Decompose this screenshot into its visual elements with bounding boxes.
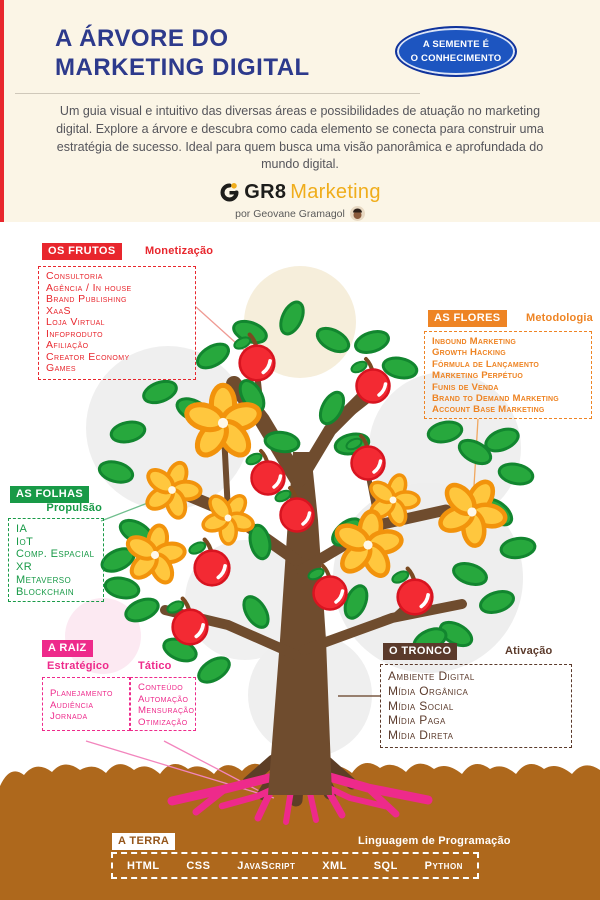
gr8-logo-icon bbox=[220, 183, 239, 202]
flores-badge: AS FLORES bbox=[428, 310, 507, 327]
seed-badge-line-1: A SEMENTE É bbox=[422, 39, 490, 51]
list-item: IoT bbox=[16, 535, 34, 548]
list-item: XR bbox=[16, 560, 33, 573]
list-item: Brand Publishing bbox=[46, 293, 127, 306]
list-item: Account Base Marketing bbox=[432, 404, 545, 416]
list-item: Infoproduto bbox=[46, 327, 103, 340]
terra-tag: Linguagem de Programação bbox=[358, 835, 511, 847]
list-item: Blockchain bbox=[16, 586, 75, 599]
list-item: Marketing Perpétuo bbox=[432, 370, 524, 382]
list-item: Brand to Demand Marketing bbox=[432, 393, 559, 405]
list-item: XaaS bbox=[46, 304, 71, 317]
list-item: Creator Economy bbox=[46, 350, 130, 363]
tronco-tag: Ativação bbox=[505, 645, 553, 657]
list-item: Mídia Social bbox=[388, 698, 454, 713]
terra-list: HTML CSS JavaScript XML SQL Python bbox=[111, 852, 479, 879]
terra-badge: A TERRA bbox=[112, 833, 176, 850]
accent-stripe bbox=[0, 0, 4, 222]
list-item: JavaScript bbox=[237, 859, 296, 872]
list-item: Automação bbox=[138, 693, 189, 705]
frutos-tag: Monetização bbox=[145, 245, 214, 257]
logo-text-bold: GR8 bbox=[244, 181, 287, 203]
list-item: Metaverso bbox=[16, 573, 72, 586]
folhas-tag: Propulsão bbox=[46, 502, 102, 514]
list-item: Loja Virtual bbox=[46, 316, 105, 329]
list-item: Mídia Orgânica bbox=[388, 683, 469, 698]
list-item: IA bbox=[16, 523, 28, 535]
raiz-badge: A RAIZ bbox=[42, 640, 93, 657]
list-item: HTML bbox=[127, 859, 160, 872]
ground bbox=[0, 763, 600, 900]
list-item: Inbound Marketing bbox=[432, 336, 516, 347]
raiz-column-label-estrategico: Estratégico bbox=[47, 660, 110, 672]
list-item: Audiência bbox=[50, 699, 94, 711]
raiz-column-label-tatico: Tático bbox=[138, 660, 172, 672]
list-item: SQL bbox=[373, 859, 398, 872]
byline: por Geovane Gramagol bbox=[0, 206, 600, 221]
list-item: Afiliação bbox=[46, 339, 89, 352]
page-title: A ÁRVORE DO MARKETING DIGITAL bbox=[55, 25, 310, 83]
list-item: Comp. Espacial bbox=[16, 548, 95, 561]
title-underline bbox=[15, 93, 420, 94]
list-item: Planejamento bbox=[50, 688, 113, 699]
tronco-badge: O TRONCO bbox=[383, 643, 458, 660]
list-item: Agência / In house bbox=[46, 281, 132, 294]
list-item: Otimização bbox=[138, 716, 188, 728]
title-line-1: A ÁRVORE DO bbox=[55, 25, 229, 52]
folhas-badge: AS FOLHAS bbox=[10, 486, 90, 503]
flores-tag: Metodologia bbox=[526, 312, 593, 324]
list-item: Mídia Direta bbox=[388, 728, 454, 742]
list-item: Consultoria bbox=[46, 270, 103, 282]
logo-text-light: Marketing bbox=[290, 181, 381, 203]
list-item: Jornada bbox=[50, 711, 88, 722]
list-item: XML bbox=[322, 859, 347, 872]
seed-badge: A SEMENTE É O CONHECIMENTO bbox=[395, 26, 517, 77]
byline-text: por Geovane Gramagol bbox=[235, 207, 345, 220]
list-item: Mensuração bbox=[138, 705, 195, 716]
list-item: Games bbox=[46, 362, 77, 375]
seed-badge-line-2: O CONHECIMENTO bbox=[410, 52, 502, 64]
list-item: CSS bbox=[186, 859, 211, 872]
list-item: Ambiente Digital bbox=[388, 669, 475, 683]
list-item: Growth Hacking bbox=[432, 347, 506, 359]
frutos-badge: OS FRUTOS bbox=[42, 243, 122, 260]
list-item: Conteúdo bbox=[138, 682, 184, 693]
author-avatar bbox=[349, 206, 365, 221]
intro-paragraph: Um guia visual e intuitivo das diversas … bbox=[56, 104, 544, 172]
title-line-2: MARKETING DIGITAL bbox=[55, 53, 310, 81]
list-item: Mídia Paga bbox=[388, 713, 446, 728]
list-item: Funis de Venda bbox=[432, 381, 499, 393]
list-item: Fórmula de Lançamento bbox=[432, 358, 540, 370]
header: A ÁRVORE DO MARKETING DIGITAL A SEMENTE … bbox=[0, 0, 600, 222]
list-item: Python bbox=[424, 859, 463, 872]
